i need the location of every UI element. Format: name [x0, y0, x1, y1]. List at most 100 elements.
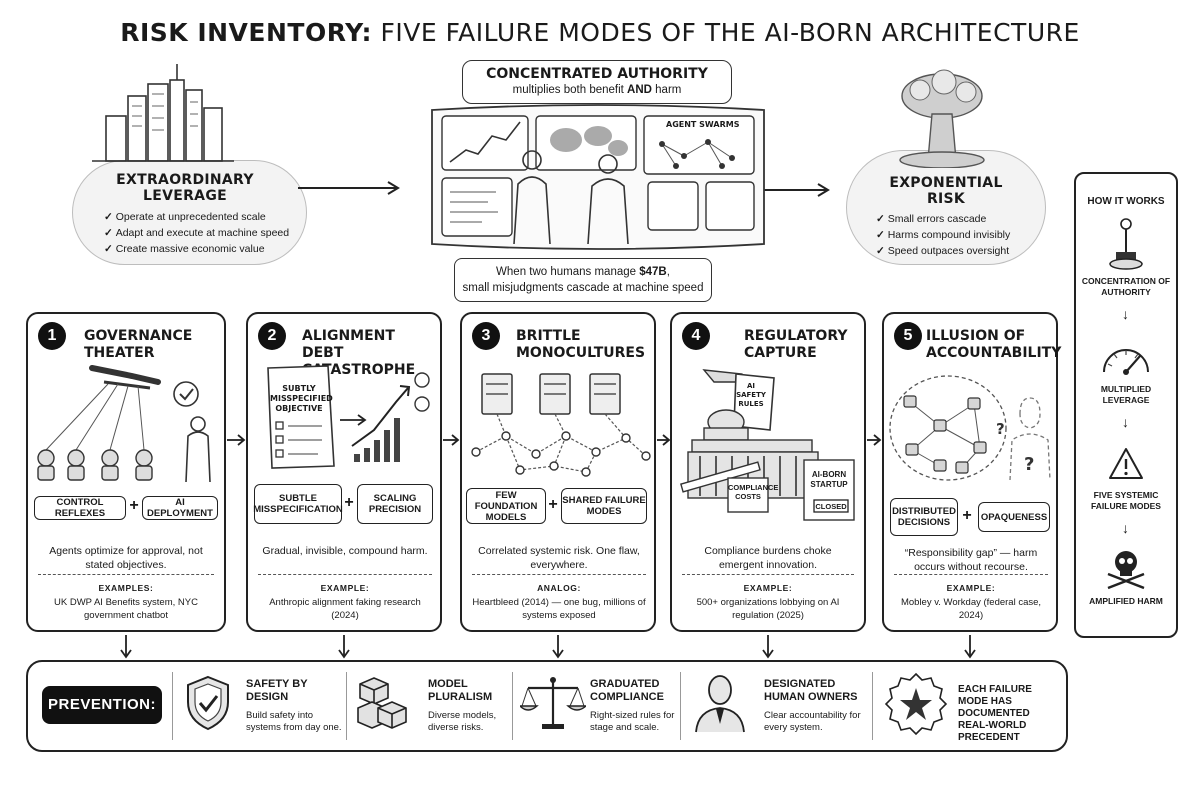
distributed-agents-illustration: ? ?: [889, 375, 1051, 481]
sidebar-step: MULTIPLIED LEVERAGE: [1100, 384, 1152, 405]
plus-sign: +: [344, 494, 354, 511]
skull-crossbones-icon: [1107, 551, 1145, 590]
prevention-heading: MODEL PLURALISM: [428, 678, 493, 703]
example-text: 500+ organizations lobbying on AI regula…: [696, 597, 840, 621]
leverage-bullets: Operate at unprecedented scale Adapt and…: [104, 209, 304, 257]
divider: [258, 574, 432, 575]
leverage-bullet: Create massive economic value: [104, 241, 304, 257]
control-room-illustration: [431, 104, 765, 250]
sidebar-step: FIVE SYSTEMIC FAILURE MODES: [1091, 490, 1161, 511]
cause-pill: OPAQUENESS: [978, 502, 1050, 532]
mode-number: 3: [472, 322, 500, 350]
cause-pill: AI DEPLOYMENT: [142, 496, 218, 520]
mode-description: Gradual, invisible, compound harm.: [262, 545, 428, 557]
caption-post: ,: [666, 266, 670, 278]
divider: [682, 574, 854, 575]
authority-title: CONCENTRATED AUTHORITY: [486, 66, 708, 82]
down-arrow-icon: ↓: [1122, 520, 1129, 536]
plus-sign: +: [962, 507, 972, 524]
cause-pill: DISTRIBUTED DECISIONS: [890, 498, 958, 536]
risk-title: EXPONENTIAL RISK: [889, 175, 1003, 207]
failure-mode-panel-5: [882, 312, 1058, 632]
person-icon: [695, 675, 745, 733]
down-arrow-icon: [552, 635, 564, 659]
risk-bullet: Small errors cascade: [876, 211, 1046, 227]
cubes-icon: [357, 677, 407, 729]
risk-bullet: Speed outpaces oversight: [876, 243, 1046, 259]
example-heading: EXAMPLE:: [743, 583, 793, 593]
server-network-illustration: [471, 373, 651, 477]
authority-subtitle-bold: AND: [627, 84, 652, 96]
prevention-heading: DESIGNATED HUMAN OWNERS: [764, 678, 858, 703]
plus-sign: +: [548, 496, 558, 513]
down-arrow-icon: [120, 635, 132, 659]
mode-title: BRITTLE MONOCULTURES: [516, 328, 646, 361]
gauge-icon: [1103, 349, 1149, 375]
sidebar-title: HOW IT WORKS: [1087, 196, 1165, 207]
divider: [680, 672, 681, 740]
art-label: COMPLIANCE COSTS: [728, 483, 779, 501]
example-text: Anthropic alignment faking research (202…: [269, 597, 421, 621]
mode-number: 4: [682, 322, 710, 350]
agent-swarms-label: AGENT SWARMS: [666, 120, 740, 129]
prevention-heading: SAFETY BY DESIGN: [246, 678, 308, 703]
mode-description: Compliance burdens choke emergent innova…: [704, 545, 832, 571]
authority-subtitle-pre: multiplies both benefit: [512, 84, 628, 96]
example-text: Mobley v. Workday (federal case, 2024): [900, 597, 1042, 621]
closed-sign: CLOSED: [815, 502, 847, 511]
arrow-right-icon: [227, 434, 246, 446]
art-label: AI-BORN STARTUP: [810, 470, 848, 489]
failure-mode-panel-1: [26, 312, 226, 632]
star-badge-icon: [884, 672, 948, 736]
down-arrow-icon: [762, 635, 774, 659]
divider: [894, 574, 1048, 575]
down-arrow-icon: [964, 635, 976, 659]
leverage-bullet: Operate at unprecedented scale: [104, 209, 304, 225]
sidebar-step: CONCENTRATION OF AUTHORITY: [1081, 276, 1171, 297]
puppet-strings-illustration: [37, 365, 211, 483]
authority-caption: When two humans manage $47B, small misju…: [454, 258, 712, 302]
mode-title: ILLUSION OF ACCOUNTABILITY: [926, 328, 1062, 361]
down-arrow-icon: [338, 635, 350, 659]
failure-mode-panel-3: [460, 312, 656, 632]
cause-pill: FEW FOUNDATION MODELS: [466, 488, 546, 524]
sidebar-step: AMPLIFIED HARM: [1089, 596, 1163, 606]
prevention-text: Clear accountability for every system.: [764, 710, 861, 733]
down-arrow-icon: ↓: [1122, 306, 1129, 322]
warning-icon: [1109, 448, 1143, 479]
lever-icon: [1109, 218, 1143, 270]
capitol-barrier-illustration: [680, 369, 855, 521]
prevention-text: Diverse models, diverse risks.: [428, 710, 497, 733]
arrow-right-icon: [443, 434, 460, 446]
mode-number: 1: [38, 322, 66, 350]
arrow-right-icon: [657, 434, 670, 446]
balance-scale-icon: [520, 677, 586, 729]
leverage-bullet: Adapt and execute at machine speed: [104, 225, 304, 241]
arrow-right-icon: [867, 434, 882, 446]
authority-banner: CONCENTRATED AUTHORITY multiplies both b…: [462, 60, 732, 104]
arrow-right-icon: [298, 181, 400, 195]
mode-title: GOVERNANCE THEATER: [84, 328, 193, 361]
cause-pill: SCALING PRECISION: [357, 484, 433, 524]
mode-title: ALIGNMENT DEBT CATASTROPHE: [302, 328, 416, 378]
divider: [472, 574, 646, 575]
art-label: AI SAFETY RULES: [736, 382, 766, 408]
divider: [38, 574, 214, 575]
authority-subtitle-post: harm: [651, 84, 682, 96]
plus-sign: +: [129, 497, 139, 514]
mode-title: REGULATORY CAPTURE: [744, 328, 848, 361]
mode-number: 5: [894, 322, 922, 350]
svg-text:?: ?: [996, 420, 1005, 438]
authority-caption-line1: When two humans manage $47B,: [455, 264, 711, 280]
caption-pre: When two humans manage: [496, 266, 640, 278]
example-text: UK DWP AI Benefits system, NYC governmen…: [54, 597, 198, 621]
title-bold: RISK INVENTORY:: [120, 18, 373, 47]
mode-number: 2: [258, 322, 286, 350]
prevention-text: Build safety into systems from day one.: [246, 710, 342, 733]
divider: [512, 672, 513, 740]
authority-subtitle: multiplies both benefit AND harm: [463, 84, 731, 96]
cause-pill: CONTROL REFLEXES: [34, 496, 126, 520]
failure-mode-panel-2: [246, 312, 442, 632]
mode-description: Correlated systemic risk. One flaw, ever…: [478, 545, 640, 571]
example-heading: EXAMPLE:: [320, 583, 370, 593]
